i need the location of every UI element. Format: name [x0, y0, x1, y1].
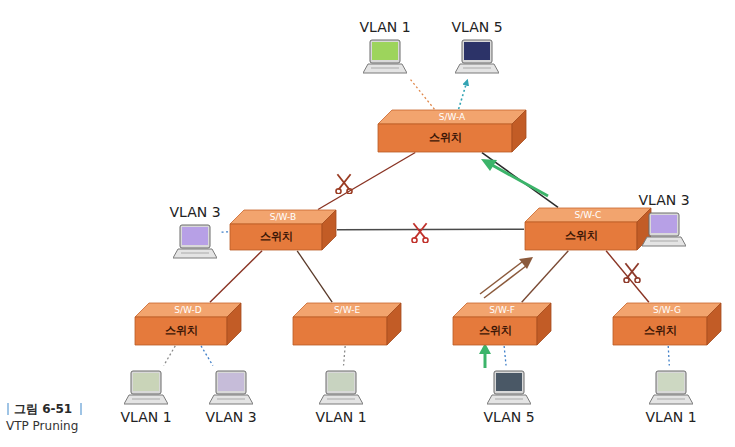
switch-name: S/W-G — [613, 303, 721, 317]
switch-name: S/W-C — [525, 208, 651, 222]
pruning-scissors — [412, 223, 428, 243]
link-line — [297, 251, 332, 302]
vlan-label: VLAN 3 — [638, 192, 689, 209]
switch-box: S/W-D스위치 — [135, 303, 241, 345]
link-line — [222, 231, 229, 233]
switch-name: S/W-F — [453, 303, 551, 317]
link-line — [201, 346, 213, 366]
vlan-pc: VLAN 3 — [205, 367, 256, 426]
switch-name: S/W-D — [135, 303, 241, 317]
vlan-label: VLAN 5 — [483, 409, 534, 426]
switch-label: 스위치 — [378, 124, 512, 152]
vlan-pc: VLAN 1 — [645, 367, 696, 426]
switch-box: S/W-A스위치 — [378, 110, 526, 152]
laptop-icon — [642, 212, 686, 248]
figure-caption: VTP Pruning — [6, 419, 78, 433]
laptop-icon — [173, 224, 217, 260]
switch-box: S/W-C스위치 — [525, 208, 651, 250]
vlan-label: VLAN 1 — [359, 19, 410, 36]
vlan-label: VLAN 1 — [645, 409, 696, 426]
vlan-label: VLAN 3 — [169, 204, 220, 221]
laptop-icon — [455, 39, 499, 75]
switch-label: 스위치 — [453, 317, 537, 345]
caption-bar — [80, 403, 82, 415]
pruning-scissors — [624, 263, 640, 283]
laptop-icon — [124, 370, 168, 406]
link-line — [606, 251, 649, 302]
switch-name: S/W-A — [378, 110, 526, 124]
link-line — [668, 346, 669, 366]
switch-label: 스위치 — [135, 317, 227, 345]
vlan-pc: VLAN 1 — [120, 367, 171, 426]
switch-label: 스위치 — [230, 224, 322, 250]
vlan-pc: VLAN 3 — [638, 192, 689, 251]
switch-box: S/W-G스위치 — [613, 303, 721, 345]
laptop-icon — [209, 370, 253, 406]
caption-bar — [7, 403, 9, 415]
vlan-label: VLAN 3 — [205, 409, 256, 426]
link-line — [504, 346, 506, 366]
laptop-icon — [487, 370, 531, 406]
laptop-icon — [649, 370, 693, 406]
laptop-icon — [363, 39, 407, 75]
flow-arrow — [479, 343, 491, 368]
link-line — [344, 346, 346, 366]
switch-name: S/W-B — [230, 210, 336, 224]
figure-number: 그림 6-51 — [14, 401, 72, 418]
link-line — [210, 251, 262, 303]
pruning-scissors — [336, 174, 352, 194]
link-line — [409, 78, 434, 109]
vlan-pc: VLAN 3 — [169, 204, 220, 263]
vlan-pc: VLAN 5 — [483, 367, 534, 426]
switch-box: S/W-F스위치 — [453, 303, 551, 345]
laptop-icon — [319, 370, 363, 406]
vlan-pc: VLAN 5 — [451, 19, 502, 78]
flow-arrow — [481, 159, 548, 196]
vlan-label: VLAN 1 — [120, 409, 171, 426]
vlan-pc: VLAN 1 — [359, 19, 410, 78]
link-line — [482, 153, 558, 208]
flow-arrow — [480, 257, 533, 298]
switch-label: 스위치 — [613, 317, 707, 345]
link-line — [164, 346, 176, 366]
link-line — [459, 79, 468, 109]
switch-box: S/W-B스위치 — [230, 210, 336, 250]
vlan-label: VLAN 5 — [451, 19, 502, 36]
link-line — [318, 153, 415, 210]
vlan-label: VLAN 1 — [315, 409, 366, 426]
vlan-pc: VLAN 1 — [315, 367, 366, 426]
switch-label: 스위치 — [525, 222, 637, 250]
switch-name: S/W-E — [293, 303, 401, 317]
switch-box: S/W-E — [293, 303, 401, 345]
link-line — [337, 229, 524, 231]
